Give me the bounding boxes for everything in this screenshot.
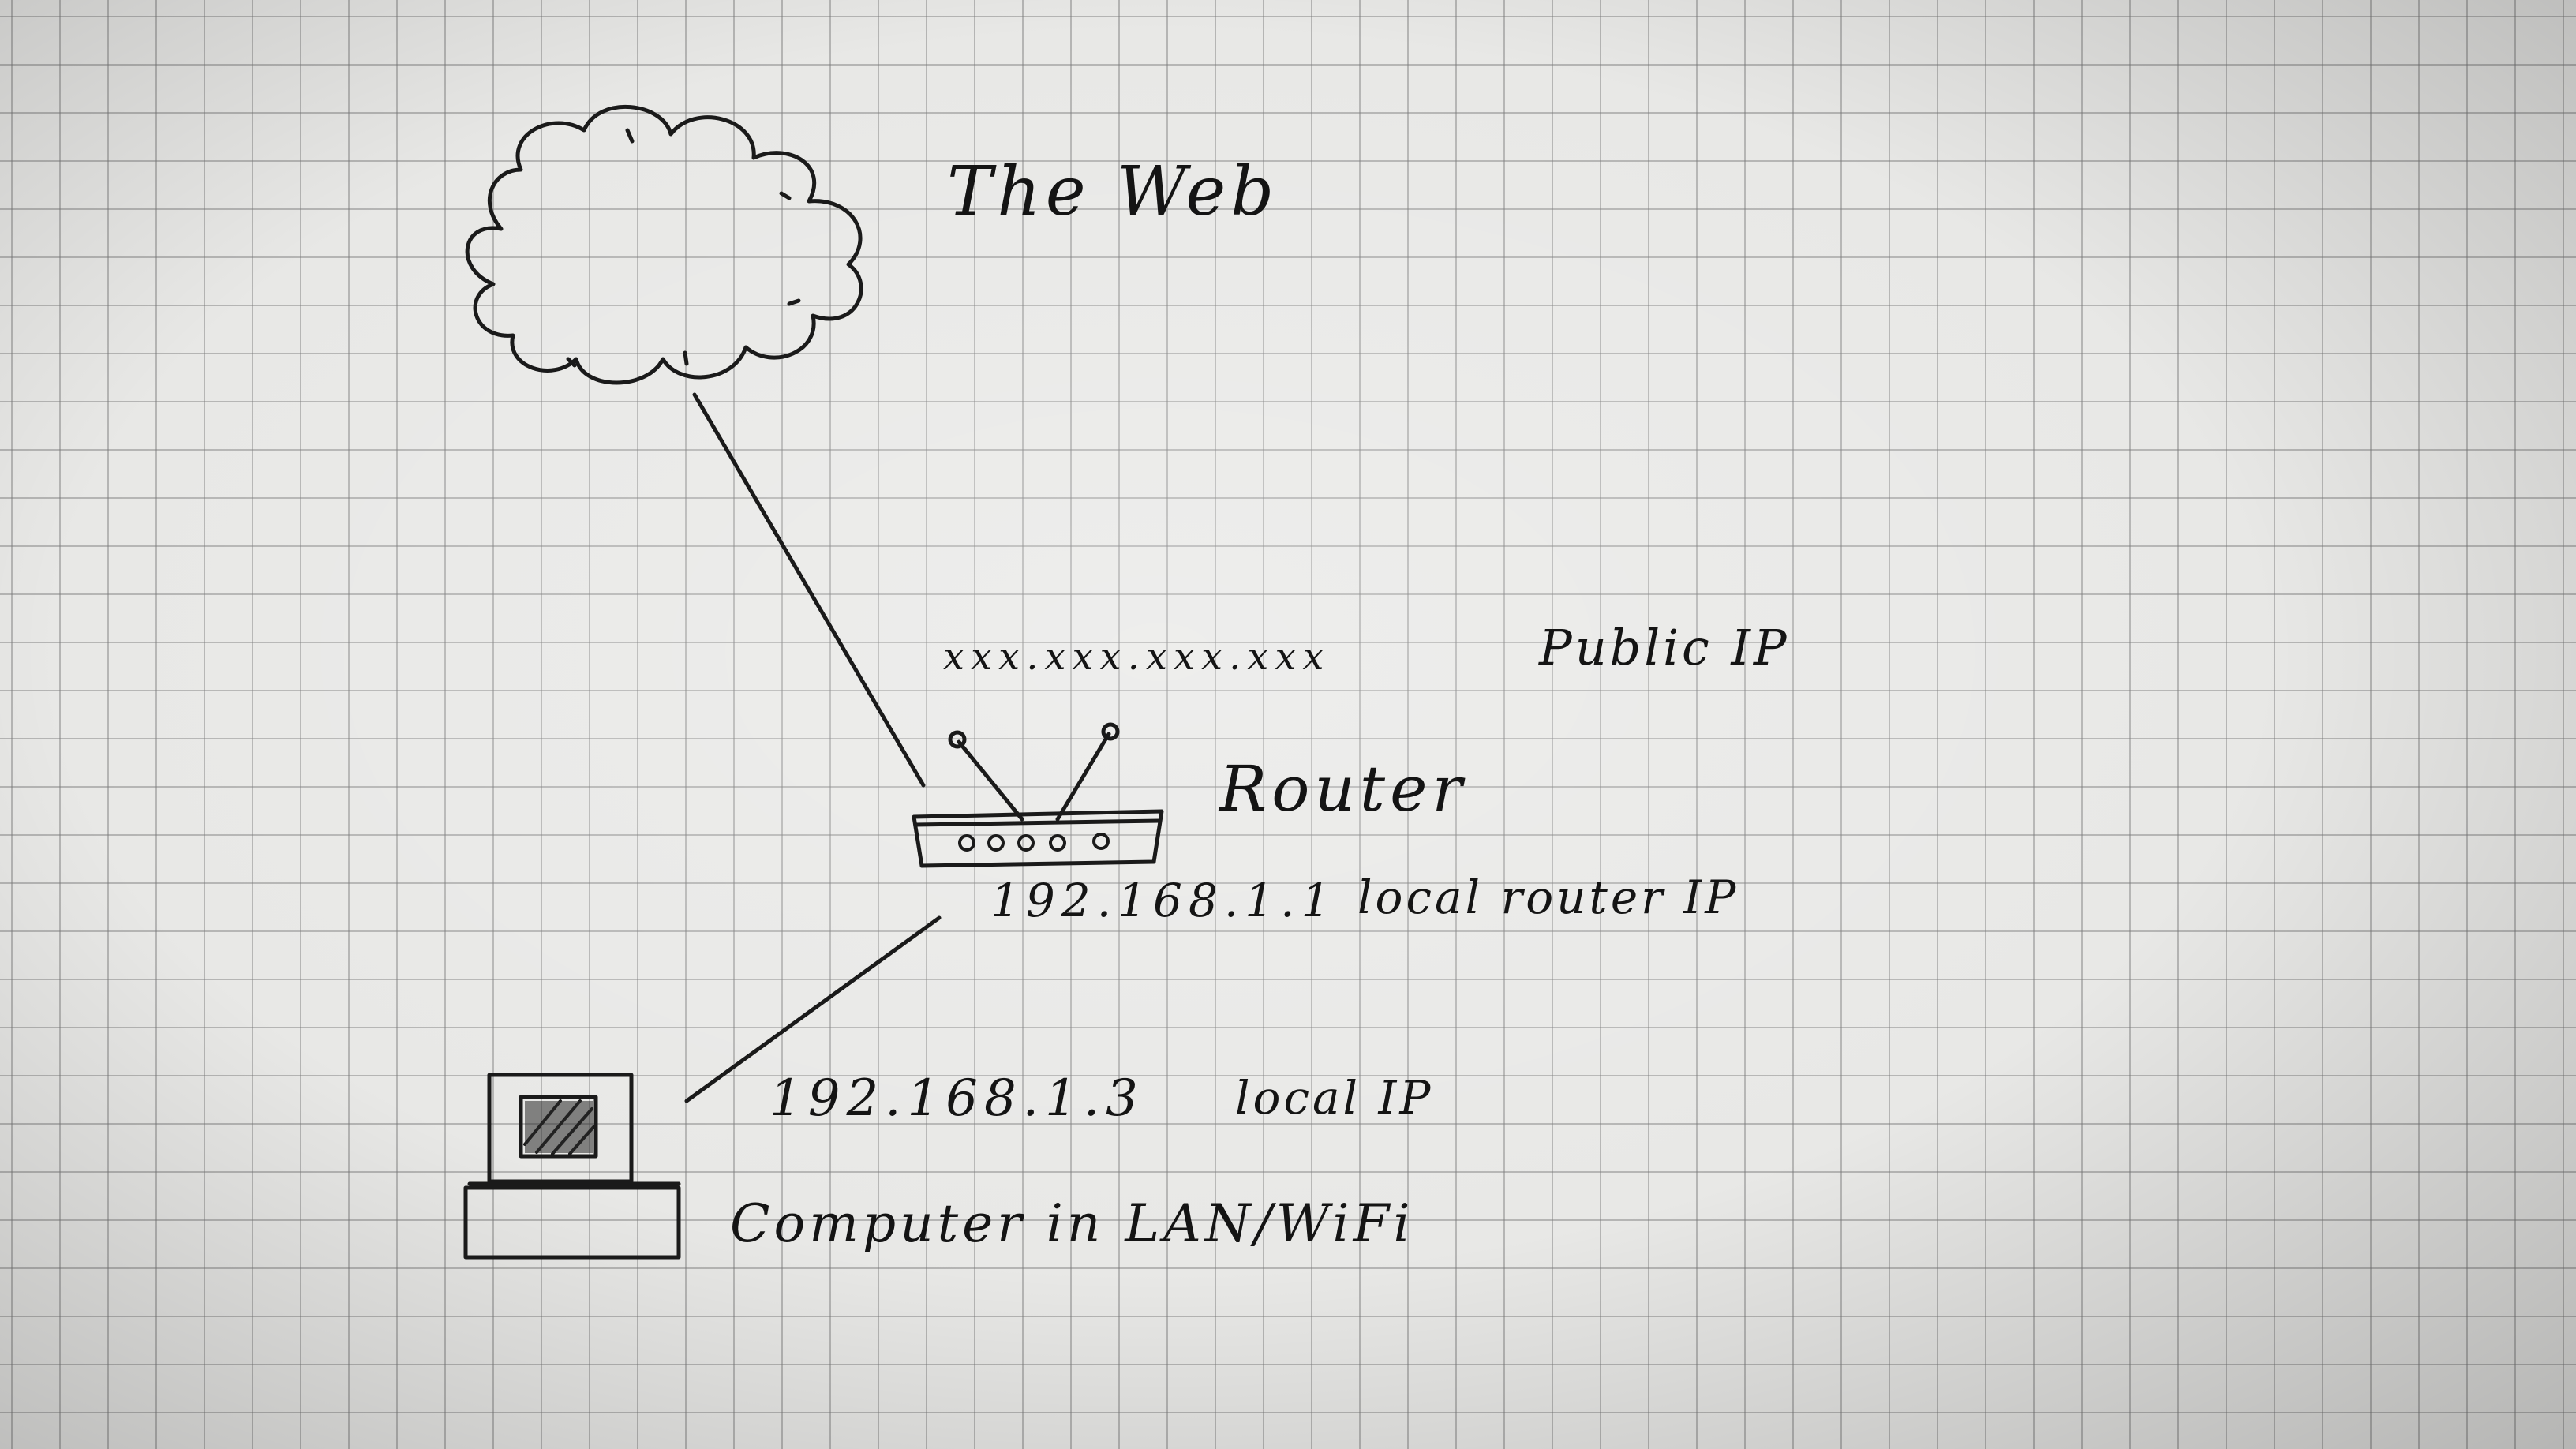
- router-local-ip-label: local router IP: [1357, 871, 1739, 924]
- router-antenna-right: [1055, 732, 1111, 822]
- computer-local-ip-value: 192.168.1.3: [769, 1069, 1144, 1128]
- router-label: Router: [1219, 752, 1467, 826]
- edge-router-computer: [684, 915, 942, 1103]
- edge-web-router: [692, 392, 926, 788]
- computer-label: Computer in LAN/WiFi: [730, 1193, 1414, 1254]
- web-label: The Web: [947, 152, 1279, 231]
- computer-icon: [463, 1073, 681, 1260]
- cloud-icon: [465, 104, 863, 385]
- computer-local-ip-label: local IP: [1235, 1071, 1434, 1125]
- router-antenna-left: [957, 739, 1024, 822]
- public-ip-label: Public IP: [1539, 619, 1790, 676]
- router-icon: [912, 809, 1164, 868]
- router-ports: [958, 833, 1110, 852]
- public-ip-value: xxx.xxx.xxx.xxx: [943, 635, 1331, 679]
- router-local-ip-value: 192.168.1.1: [990, 874, 1337, 927]
